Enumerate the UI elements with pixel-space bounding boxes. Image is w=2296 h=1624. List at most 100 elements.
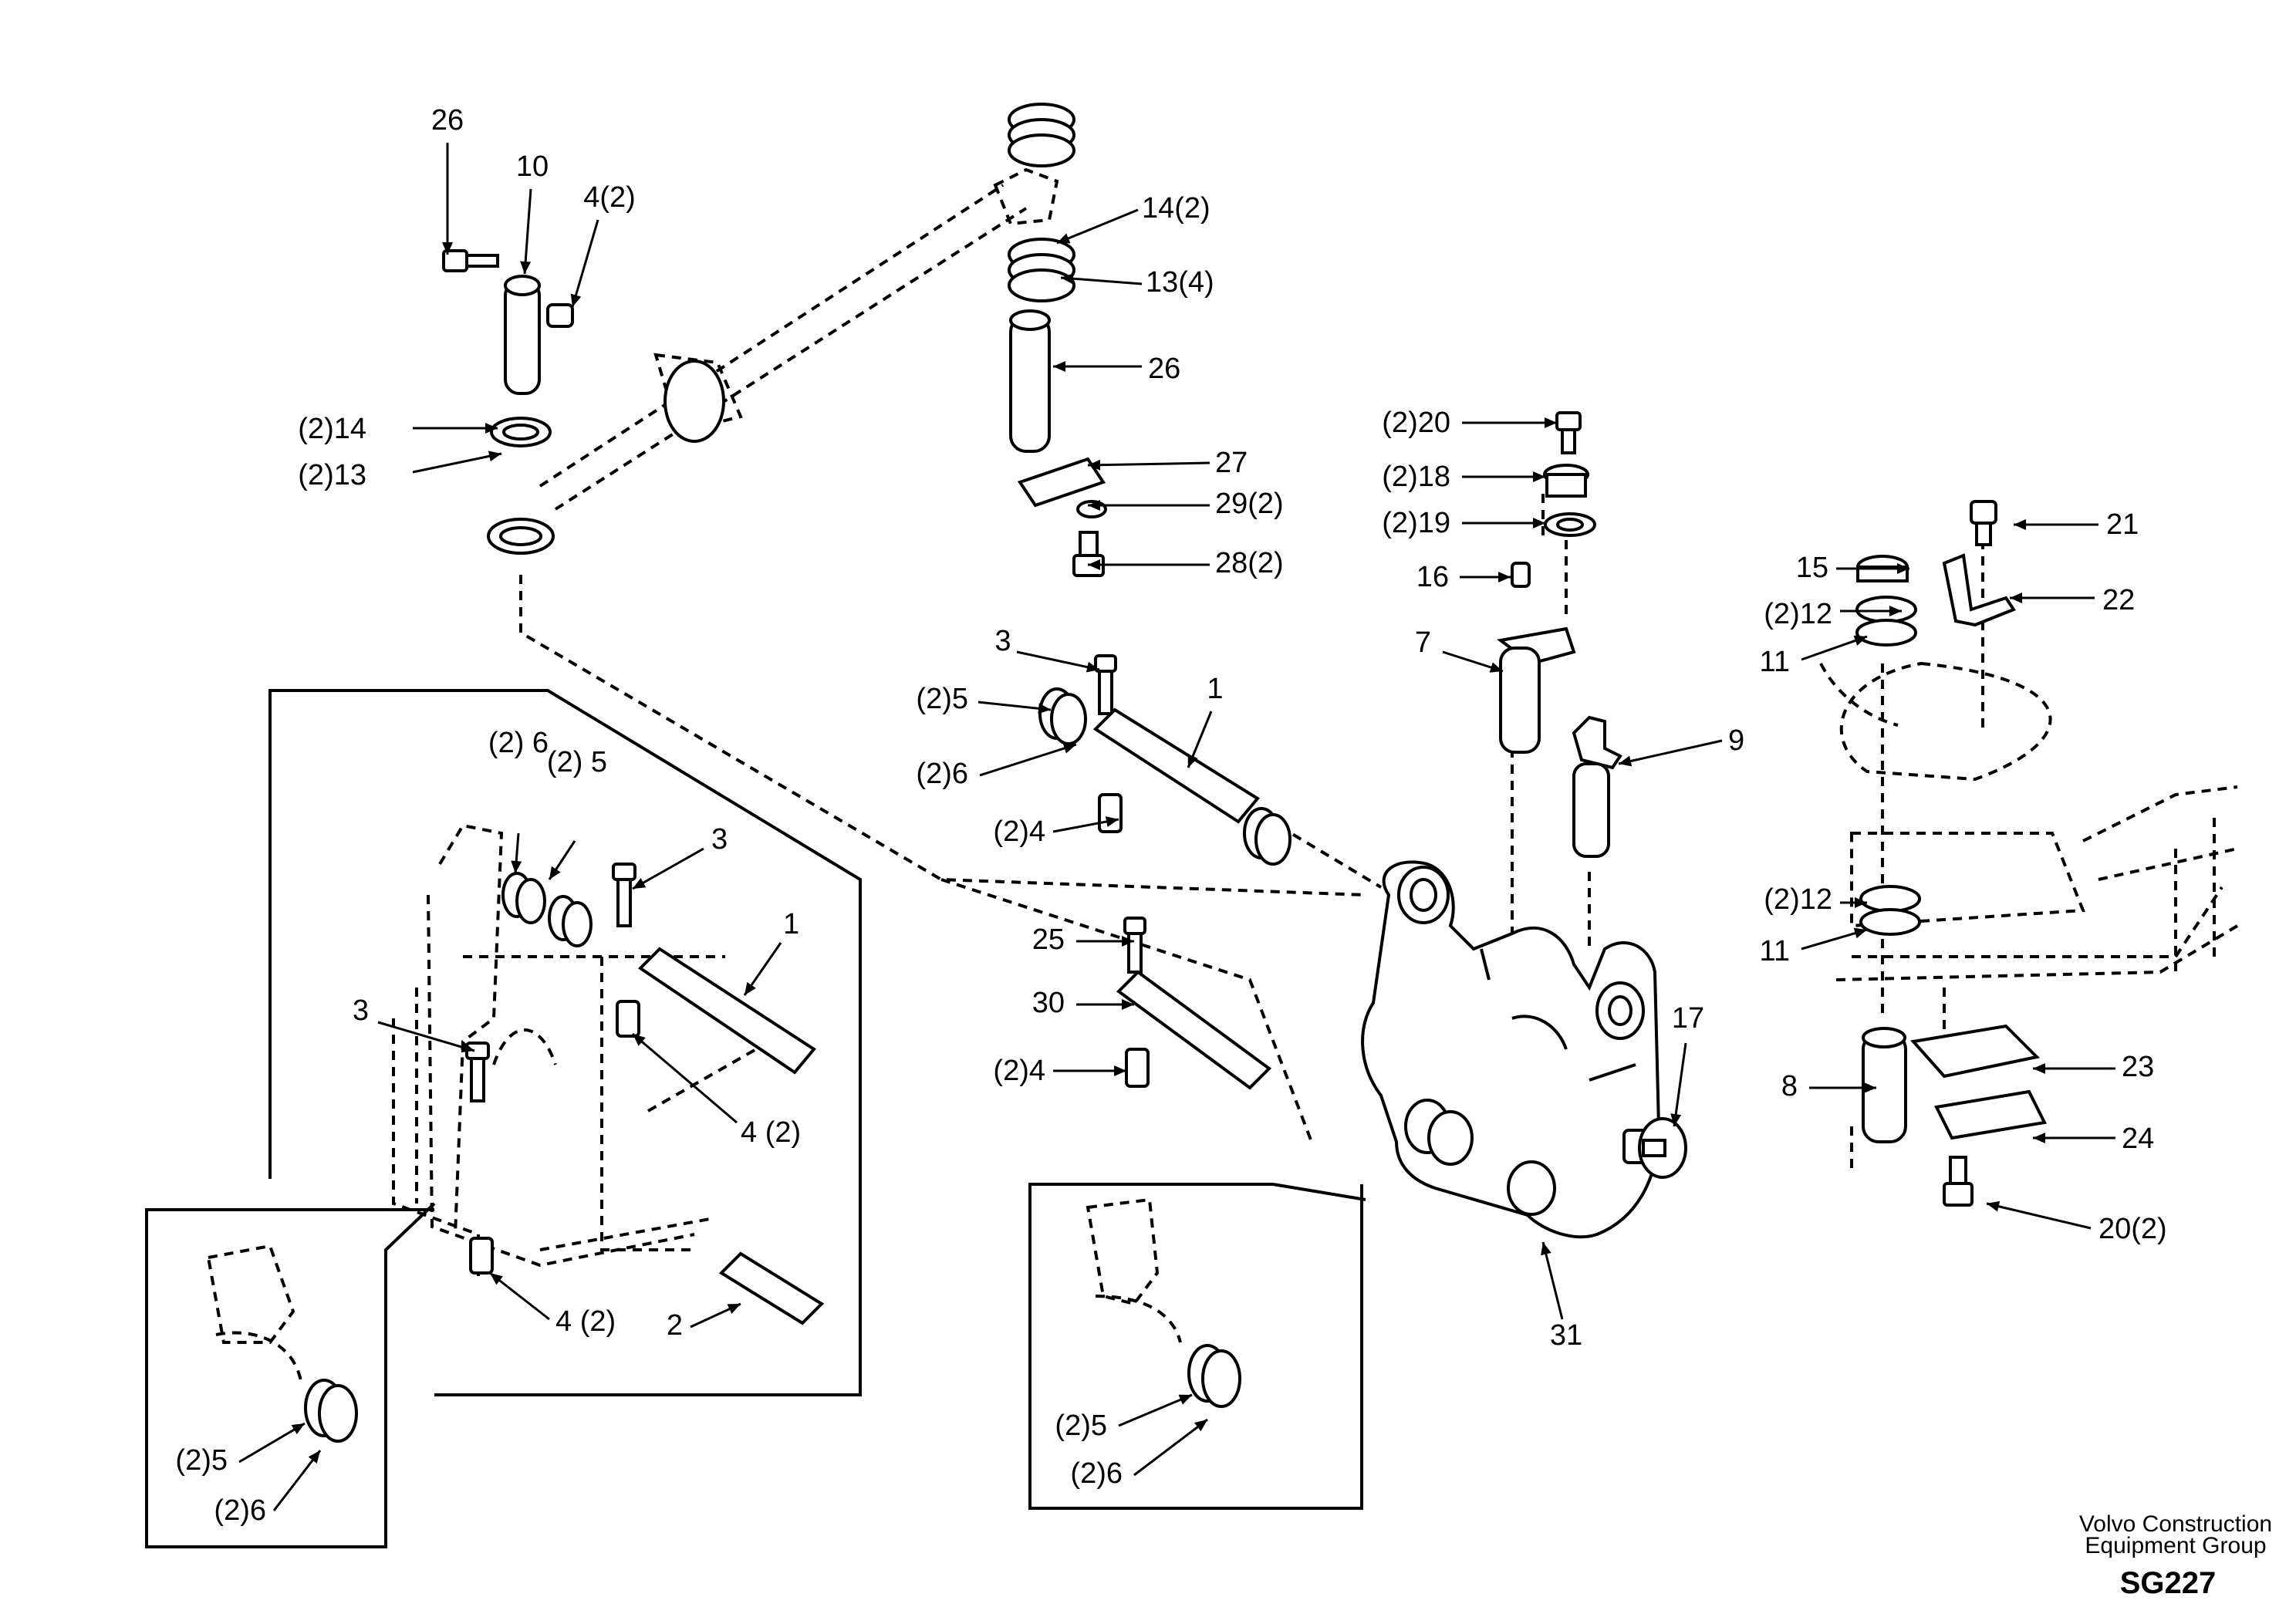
arrowhead xyxy=(1057,233,1071,244)
callout-text: 3 xyxy=(711,823,728,856)
callout-text: (2)4 xyxy=(993,815,1045,848)
callout-c6a: (2)6 xyxy=(916,743,1077,790)
inset-pin-2 xyxy=(718,1251,825,1325)
cap-15 xyxy=(1856,555,1909,582)
callout-c11a: 11 xyxy=(1760,635,1868,678)
bolt-20-bottom xyxy=(1943,1156,1974,1207)
arrowhead xyxy=(633,878,647,889)
arrowhead xyxy=(1897,563,1909,574)
arrowhead xyxy=(1533,518,1545,528)
leader-line xyxy=(523,188,532,275)
arrowhead xyxy=(1889,606,1902,616)
callout-c30: 30 xyxy=(1032,987,1134,1019)
callout-text: 9 xyxy=(1728,724,1744,757)
arrowhead xyxy=(2014,519,2026,530)
arrowhead xyxy=(1122,999,1134,1010)
ring-13-top xyxy=(487,518,555,555)
arrowhead xyxy=(1855,897,1867,908)
arrowhead xyxy=(1853,927,1867,939)
bracket-22 xyxy=(1942,553,2017,627)
nut-4-lower xyxy=(1125,1048,1150,1088)
callout-c21: 21 xyxy=(2014,508,2139,541)
callout-c4c: (2)4 xyxy=(993,1055,1126,1087)
arrowhead xyxy=(1088,459,1101,471)
callout-c4b: (2)4 xyxy=(993,815,1119,848)
arrowhead xyxy=(1619,755,1633,767)
callout-text: 22 xyxy=(2102,584,2135,616)
callout-c5d: (2)5 xyxy=(1055,1393,1193,1442)
callout-c14b: 14(2) xyxy=(1056,192,1210,245)
arrowhead xyxy=(1194,1420,1207,1432)
callout-text: 28(2) xyxy=(1215,547,1284,579)
callout-c13a: (2)13 xyxy=(298,451,502,491)
arrowhead xyxy=(442,242,453,255)
leader-line xyxy=(1087,461,1210,467)
ring-14-top xyxy=(490,417,552,447)
arrowhead xyxy=(520,261,532,274)
callout-text: (2)5 xyxy=(916,683,968,715)
arrowhead xyxy=(511,860,522,873)
pin-30 xyxy=(1116,970,1272,1090)
arrowhead xyxy=(485,423,498,434)
callout-c6b: (2) 6 xyxy=(488,727,549,874)
arrowhead xyxy=(1062,743,1076,754)
callout-c5a: (2)5 xyxy=(916,683,1052,715)
valve-17 xyxy=(1622,1117,1687,1179)
callout-c12a: (2)12 xyxy=(1764,598,1902,630)
arrowhead xyxy=(1038,703,1051,714)
arrowhead xyxy=(1088,500,1100,511)
arrowhead xyxy=(308,1450,320,1464)
callout-c19: (2)19 xyxy=(1382,507,1545,539)
bolt-21 xyxy=(1970,500,1997,546)
callout-text: 1 xyxy=(783,908,799,940)
bolt-20-top xyxy=(1555,411,1582,454)
leader-line xyxy=(1056,208,1139,245)
callout-c26b: 26 xyxy=(1053,353,1180,385)
callout-text: 14(2) xyxy=(1142,192,1210,225)
callout-c6c: (2)6 xyxy=(214,1450,322,1527)
arrowhead xyxy=(1086,661,1099,673)
bush-12-bottom xyxy=(1859,885,1921,936)
arrowhead xyxy=(2033,1063,2045,1074)
callout-c18: (2)18 xyxy=(1382,461,1545,493)
leader-line xyxy=(1618,739,1723,765)
washers-13 xyxy=(1008,103,1075,302)
callout-text: 8 xyxy=(1781,1070,1798,1102)
callout-text: 25 xyxy=(1032,923,1065,956)
callout-text: 4 (2) xyxy=(555,1305,616,1338)
arrowhead xyxy=(1053,361,1065,372)
callout-c14a: (2)14 xyxy=(298,413,498,445)
nut-4-top xyxy=(546,303,574,328)
inset-bolt-3-top xyxy=(612,863,636,927)
leader-line xyxy=(1060,276,1143,285)
arrowhead xyxy=(1670,1113,1682,1126)
leader-line xyxy=(1016,650,1100,671)
callout-c3b: 3 xyxy=(632,823,728,890)
callout-labels: 26104(2)(2)14(2)1314(2)13(4)262729(2)28(… xyxy=(175,104,2166,1527)
callout-text: 4 (2) xyxy=(741,1116,801,1149)
callout-text: 23 xyxy=(2122,1051,2154,1083)
cylinder-rod xyxy=(663,360,725,443)
callout-c29: 29(2) xyxy=(1088,488,1284,520)
arrowhead xyxy=(1187,754,1198,768)
arrowhead xyxy=(490,1273,503,1285)
callout-text: 26 xyxy=(431,104,464,137)
arrowhead xyxy=(1541,1242,1551,1256)
callout-c2: 2 xyxy=(667,1302,741,1342)
leader-line xyxy=(238,1422,306,1464)
callout-text: 11 xyxy=(1760,646,1790,678)
plate-23 xyxy=(1910,1024,2041,1079)
leader-line xyxy=(571,219,599,308)
bush-12-top xyxy=(1855,596,1917,647)
callout-text: 26 xyxy=(1148,353,1180,385)
callout-text: 29(2) xyxy=(1215,488,1284,520)
callout-c13b: 13(4) xyxy=(1060,266,1214,299)
callout-text: 11 xyxy=(1760,935,1790,967)
inset-nut-4-mid xyxy=(616,1000,640,1038)
callout-text: (2)20 xyxy=(1382,407,1450,439)
washers-pin-1-end xyxy=(1243,807,1292,866)
pin-1-center xyxy=(1092,707,1261,824)
arrowhead xyxy=(1114,1065,1126,1076)
inset-bolt-3-lower xyxy=(465,1042,490,1102)
company-line-2: Equipment Group xyxy=(2085,1533,2266,1558)
